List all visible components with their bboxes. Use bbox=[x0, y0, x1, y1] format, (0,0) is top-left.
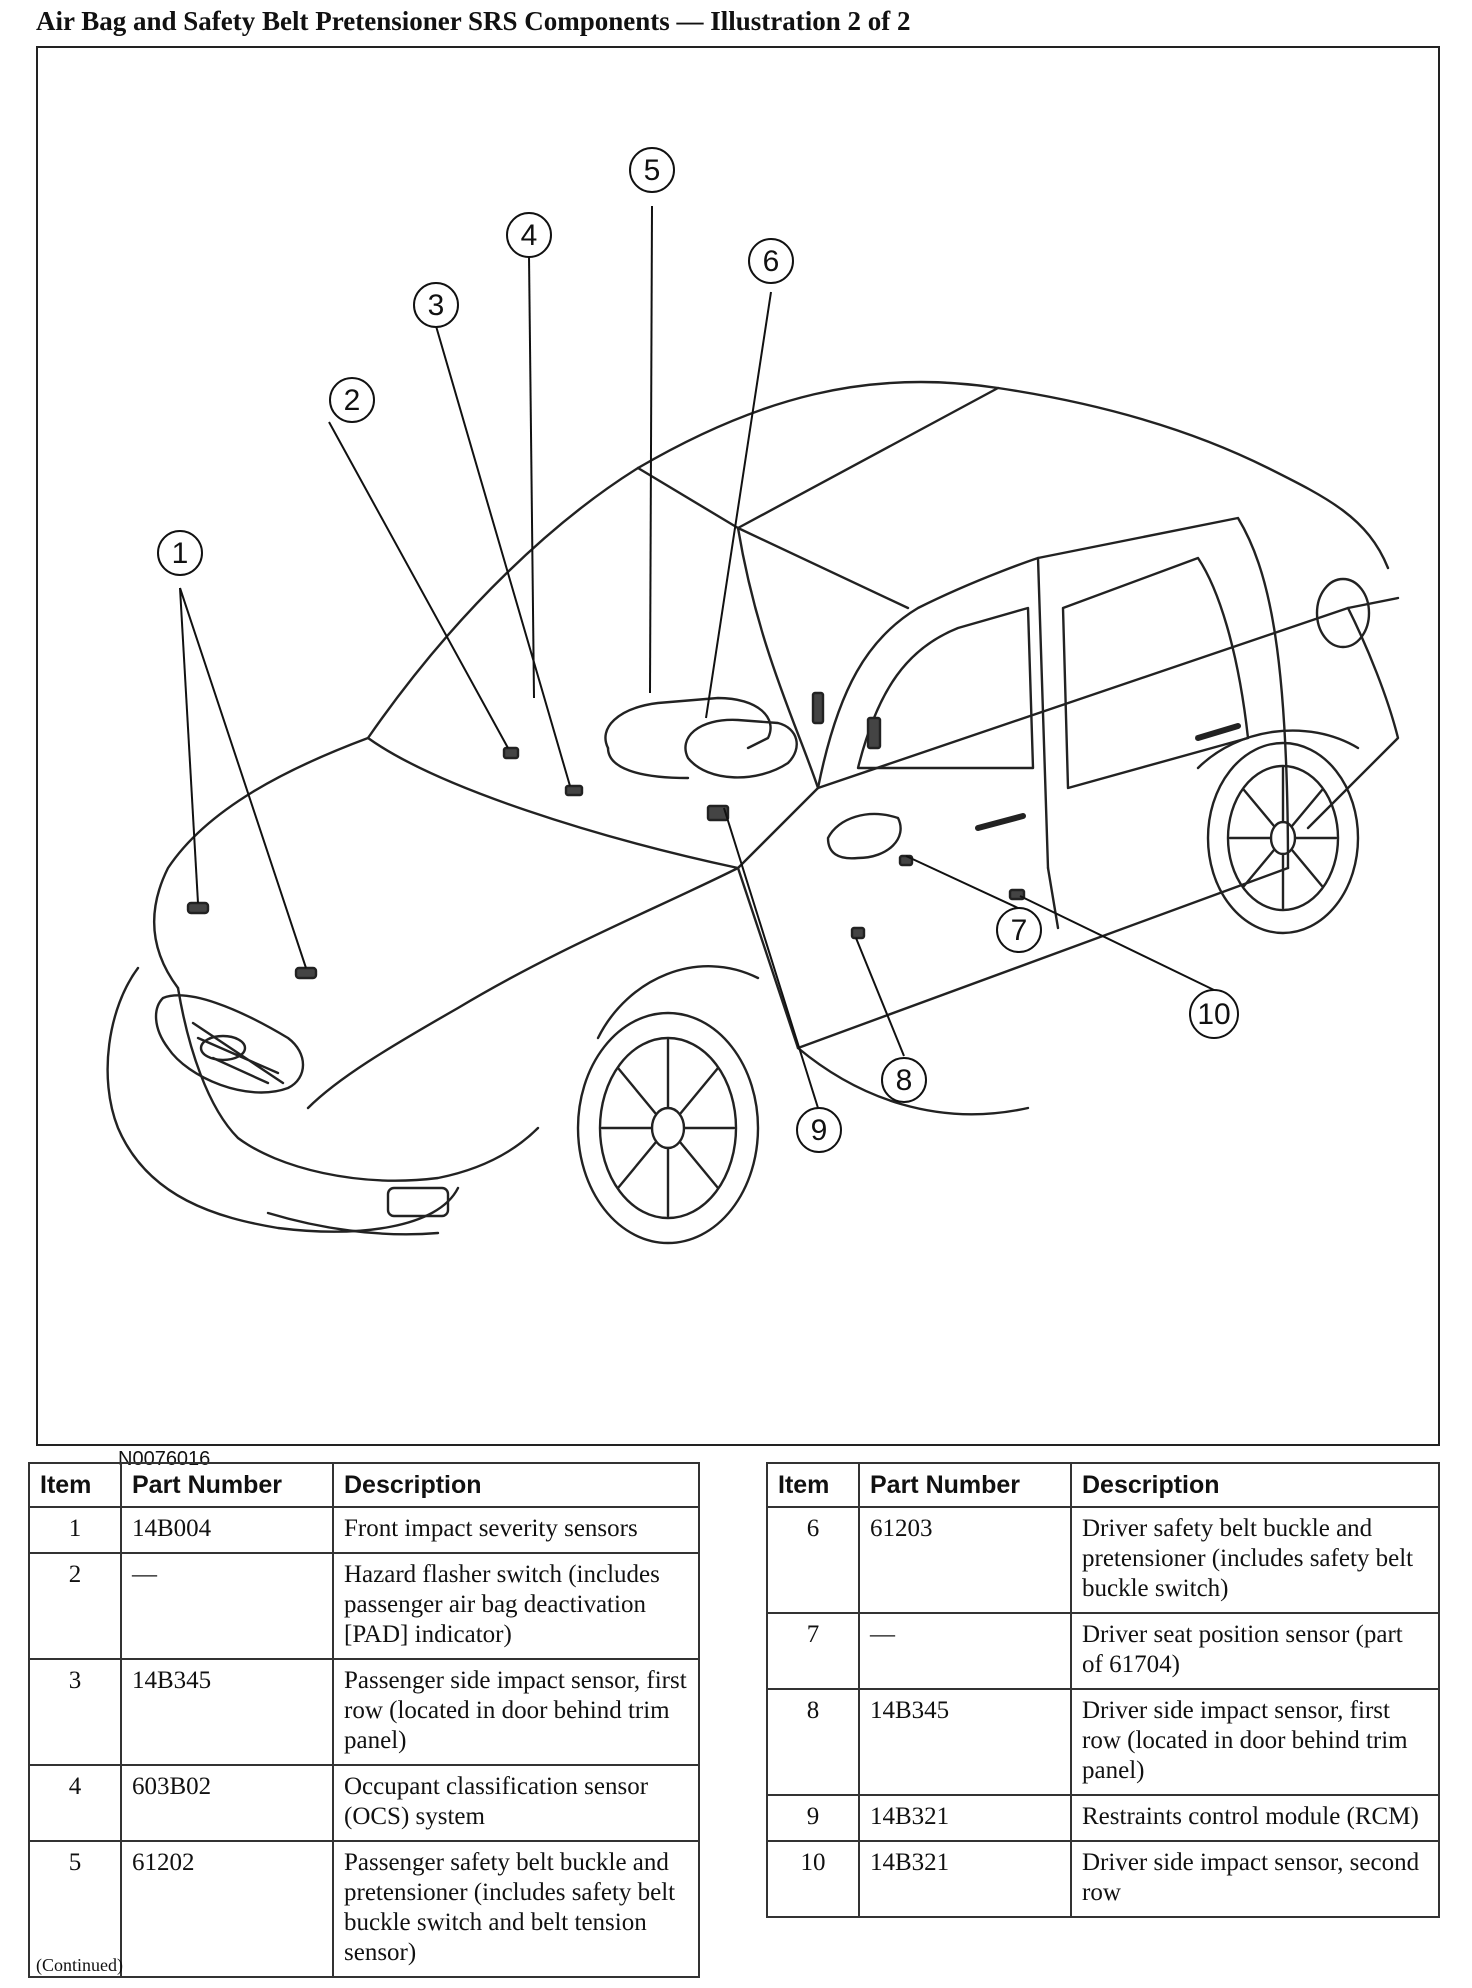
description-cell: Front impact severity sensors bbox=[332, 1506, 700, 1554]
header-item: Item bbox=[28, 1462, 122, 1508]
car-outline bbox=[106, 380, 1400, 1245]
table-header-row: Item Part Number Description bbox=[766, 1462, 1440, 1508]
callout-3: 3 bbox=[413, 282, 459, 328]
callout-4: 4 bbox=[506, 212, 552, 258]
table-row: 2 — Hazard flasher switch (includes pass… bbox=[28, 1552, 700, 1660]
table-row: 9 14B321 Restraints control module (RCM) bbox=[766, 1794, 1440, 1842]
callout-7: 7 bbox=[996, 907, 1042, 953]
table-row: 7 — Driver seat position sensor (part of… bbox=[766, 1612, 1440, 1690]
item-cell: 6 bbox=[766, 1506, 860, 1614]
part-number-cell: 61203 bbox=[858, 1506, 1072, 1614]
description-cell: Passenger safety belt buckle and pretens… bbox=[332, 1840, 700, 1978]
header-part-number: Part Number bbox=[858, 1462, 1072, 1508]
item-cell: 5 bbox=[28, 1840, 122, 1978]
callout-10: 10 bbox=[1189, 989, 1239, 1039]
description-cell: Restraints control module (RCM) bbox=[1070, 1794, 1440, 1842]
svg-text:8: 8 bbox=[896, 1064, 913, 1097]
description-cell: Driver safety belt buckle and pretension… bbox=[1070, 1506, 1440, 1614]
description-cell: Occupant classification sensor (OCS) sys… bbox=[332, 1764, 700, 1842]
header-item: Item bbox=[766, 1462, 860, 1508]
callout-5: 5 bbox=[629, 147, 675, 193]
table-row: 8 14B345 Driver side impact sensor, firs… bbox=[766, 1688, 1440, 1796]
continued-note: (Continued) bbox=[36, 1955, 123, 1975]
part-number-cell: 14B004 bbox=[120, 1506, 334, 1554]
leader-lines bbox=[179, 205, 1215, 1109]
item-cell: 2 bbox=[28, 1552, 122, 1660]
description-cell: Driver side impact sensor, first row (lo… bbox=[1070, 1688, 1440, 1796]
table-row: 1 14B004 Front impact severity sensors bbox=[28, 1506, 700, 1554]
callout-9: 9 bbox=[796, 1107, 842, 1153]
part-number-cell: — bbox=[858, 1612, 1072, 1690]
header-part-number: Part Number bbox=[120, 1462, 334, 1508]
svg-text:4: 4 bbox=[521, 219, 538, 252]
svg-text:3: 3 bbox=[428, 289, 445, 322]
description-cell: Driver seat position sensor (part of 617… bbox=[1070, 1612, 1440, 1690]
part-number-cell: 14B345 bbox=[120, 1658, 334, 1766]
callout-circles: 1 2 3 4 5 6 7 bbox=[157, 147, 1239, 1153]
callout-6: 6 bbox=[748, 238, 794, 284]
item-cell: 10 bbox=[766, 1840, 860, 1918]
item-cell: 9 bbox=[766, 1794, 860, 1842]
item-cell: 1 bbox=[28, 1506, 122, 1554]
svg-text:6: 6 bbox=[763, 245, 780, 278]
table-row: 3 14B345 Passenger side impact sensor, f… bbox=[28, 1658, 700, 1766]
item-cell: 8 bbox=[766, 1688, 860, 1796]
part-number-cell: 14B321 bbox=[858, 1794, 1072, 1842]
part-number-cell: 603B02 bbox=[120, 1764, 334, 1842]
callout-1: 1 bbox=[157, 530, 203, 576]
svg-text:5: 5 bbox=[644, 154, 661, 187]
svg-text:1: 1 bbox=[172, 537, 189, 570]
part-number-cell: 61202 bbox=[120, 1840, 334, 1978]
svg-text:7: 7 bbox=[1011, 914, 1028, 947]
table-row: 5 61202 Passenger safety belt buckle and… bbox=[28, 1840, 700, 1978]
table-row: 10 14B321 Driver side impact sensor, sec… bbox=[766, 1840, 1440, 1918]
description-cell: Passenger side impact sensor, first row … bbox=[332, 1658, 700, 1766]
callout-2: 2 bbox=[329, 377, 375, 423]
svg-text:2: 2 bbox=[344, 384, 361, 417]
parts-table-left: Item Part Number Description 1 14B004 Fr… bbox=[28, 1462, 700, 1978]
part-number-cell: 14B321 bbox=[858, 1840, 1072, 1918]
table-row: 6 61203 Driver safety belt buckle and pr… bbox=[766, 1506, 1440, 1614]
parts-table-right: Item Part Number Description 6 61203 Dri… bbox=[766, 1462, 1440, 1918]
table-row: 4 603B02 Occupant classification sensor … bbox=[28, 1764, 700, 1842]
item-cell: 7 bbox=[766, 1612, 860, 1690]
car-illustration: 1 2 3 4 5 6 7 bbox=[106, 147, 1400, 1245]
header-description: Description bbox=[332, 1462, 700, 1508]
part-number-cell: 14B345 bbox=[858, 1688, 1072, 1796]
table-header-row: Item Part Number Description bbox=[28, 1462, 700, 1508]
svg-text:10: 10 bbox=[1197, 998, 1230, 1031]
svg-text:9: 9 bbox=[811, 1114, 828, 1147]
page-title: Air Bag and Safety Belt Pretensioner SRS… bbox=[36, 6, 911, 36]
callout-8: 8 bbox=[881, 1057, 927, 1103]
description-cell: Driver side impact sensor, second row bbox=[1070, 1840, 1440, 1918]
item-cell: 3 bbox=[28, 1658, 122, 1766]
description-cell: Hazard flasher switch (includes passenge… bbox=[332, 1552, 700, 1660]
header-description: Description bbox=[1070, 1462, 1440, 1508]
component-illustration: 1 2 3 4 5 6 7 bbox=[36, 46, 1440, 1470]
item-cell: 4 bbox=[28, 1764, 122, 1842]
part-number-cell: — bbox=[120, 1552, 334, 1660]
